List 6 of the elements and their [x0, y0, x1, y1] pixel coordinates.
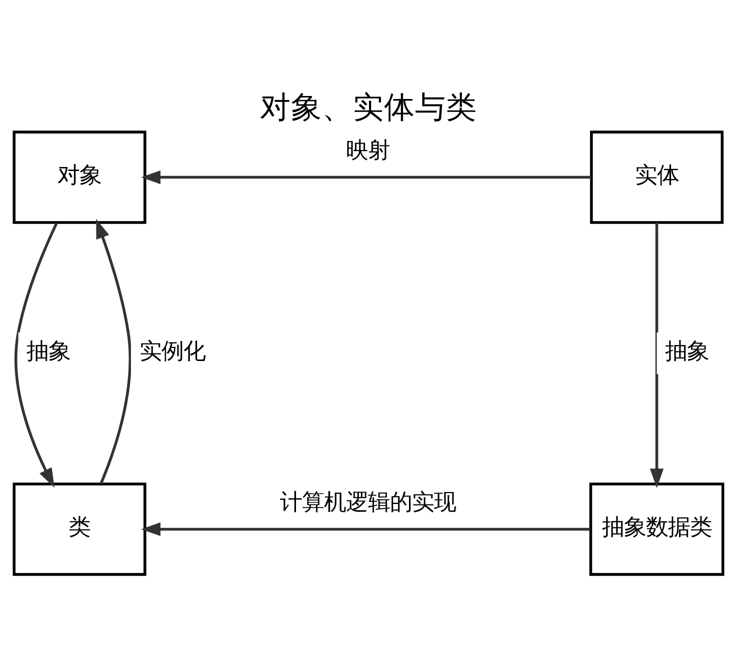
edge-label: 抽象 [26, 338, 71, 364]
edge-label: 计算机逻辑的实现 [280, 488, 456, 515]
edge-label: 抽象 [665, 338, 710, 364]
edge-label: 映射 [346, 137, 390, 164]
diagram-title: 对象、实体与类 [260, 90, 477, 126]
edge-label: 实例化 [139, 338, 206, 364]
